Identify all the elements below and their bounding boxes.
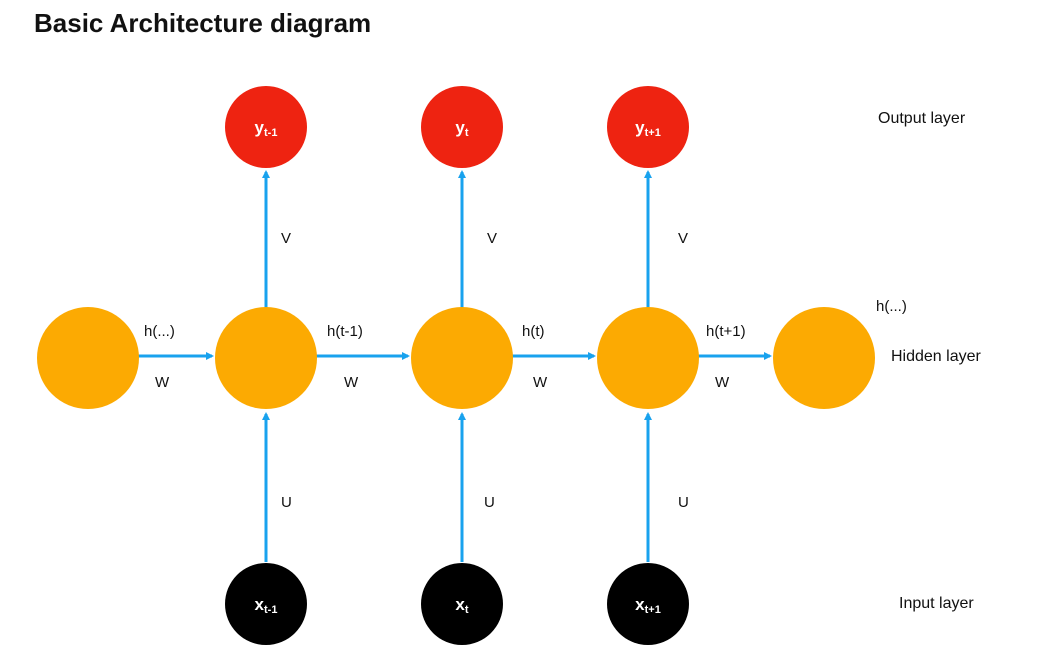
hidden-node-prev <box>37 307 139 409</box>
edge-label-w-1: W <box>155 374 170 391</box>
edge-label-u-3: U <box>678 494 689 511</box>
hidden-node-t-minus-1 <box>215 307 317 409</box>
hidden-node-t <box>411 307 513 409</box>
output-node-y-t-minus-1 <box>225 86 307 168</box>
input-node-x-t-minus-1 <box>225 563 307 645</box>
output-node-y-t <box>421 86 503 168</box>
input-node-x-t <box>421 563 503 645</box>
input-node-label-1: xt-1 <box>255 595 278 616</box>
output-node-label-1: yt-1 <box>255 118 278 139</box>
edge-label-u-1: U <box>281 494 292 511</box>
layer-label-output: Output layer <box>878 110 966 127</box>
edge-label-w-4: W <box>715 374 730 391</box>
input-node-label-3: xt+1 <box>635 595 661 616</box>
hidden-state-label-prev: h(...) <box>144 323 175 340</box>
output-node-label-2: yt <box>455 118 468 139</box>
edge-label-u-2: U <box>484 494 495 511</box>
output-node-label-3: yt+1 <box>635 118 661 139</box>
hidden-state-label-t: h(t) <box>522 323 545 340</box>
hidden-state-label-t-plus-1: h(t+1) <box>706 323 746 340</box>
input-node-x-t-plus-1 <box>607 563 689 645</box>
edge-label-w-2: W <box>344 374 359 391</box>
hidden-node-next <box>773 307 875 409</box>
page-title: Basic Architecture diagram <box>34 8 372 38</box>
layer-label-hidden: Hidden layer <box>891 348 982 365</box>
edge-label-v-2: V <box>487 230 497 247</box>
input-node-label-2: xt <box>455 595 468 616</box>
hidden-state-label-next: h(...) <box>876 298 907 315</box>
hidden-state-label-t-minus-1: h(t-1) <box>327 323 363 340</box>
layer-label-input: Input layer <box>899 595 974 612</box>
output-node-y-t-plus-1 <box>607 86 689 168</box>
hidden-node-t-plus-1 <box>597 307 699 409</box>
edge-label-v-3: V <box>678 230 688 247</box>
edge-label-w-3: W <box>533 374 548 391</box>
edge-label-v-1: V <box>281 230 291 247</box>
